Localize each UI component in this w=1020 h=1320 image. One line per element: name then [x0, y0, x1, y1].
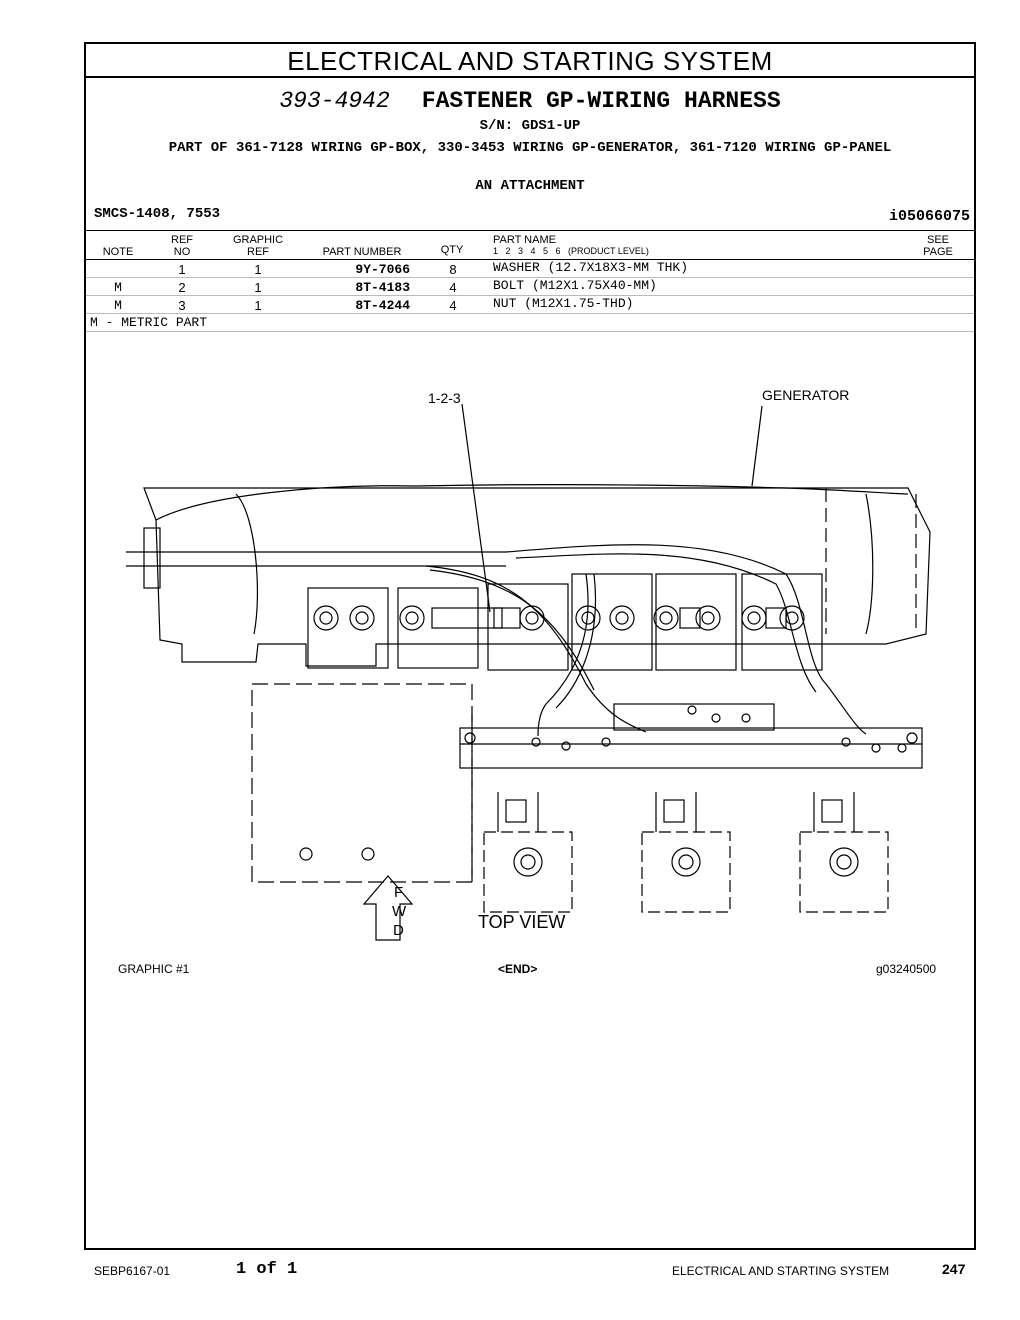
graphic-id: g03240500 — [876, 962, 937, 976]
row-part-name: WASHER (12.7X18X3-MM THK) — [493, 260, 689, 275]
row-part-name: BOLT (M12X1.75X40-MM) — [493, 278, 657, 293]
terminal-block — [483, 831, 573, 913]
row-graphic-ref: 1 — [254, 280, 262, 295]
fwd-letter: D — [393, 922, 404, 939]
row-ref-no: 3 — [178, 298, 186, 313]
terminal-strip — [459, 727, 923, 769]
generator-outline — [143, 487, 931, 667]
part-of: PART OF 361-7128 WIRING GP-BOX, 330-3453… — [168, 140, 892, 156]
terminal-plate — [571, 573, 653, 671]
terminal-plate — [307, 587, 389, 669]
view-label: TOP VIEW — [478, 912, 566, 932]
group-name: FASTENER GP-WIRING HARNESS — [421, 88, 781, 114]
row-ref-no: 1 — [178, 262, 186, 277]
terminal-plate — [741, 573, 823, 671]
end-marker: <END> — [498, 962, 538, 976]
terminal-block — [641, 831, 731, 913]
fwd-letter: W — [392, 903, 407, 920]
section-title: ELECTRICAL AND STARTING SYSTEM — [86, 44, 974, 78]
serial-number: S/N: GDS1-UP — [479, 118, 581, 134]
row-part-number: 8T-4183 — [355, 280, 410, 295]
row-divider — [86, 313, 974, 314]
graphic-ref-header-bottom: REF — [247, 246, 269, 258]
row-ref-no: 2 — [178, 280, 186, 295]
terminal-plate — [487, 583, 569, 671]
row-divider — [86, 295, 974, 296]
row-part-name: NUT (M12X1.75-THD) — [493, 296, 634, 311]
row-qty: 4 — [449, 298, 457, 313]
illustration-id: i05066075 — [888, 208, 970, 225]
part-number-header: PART NUMBER — [322, 246, 402, 258]
terminal-block — [799, 831, 889, 913]
callout-leader-line — [461, 403, 491, 613]
qty-header: QTY — [440, 244, 464, 256]
graphic-ref-header-top: GRAPHIC — [232, 234, 284, 246]
fwd-letter: F — [394, 884, 404, 901]
row-part-number: 9Y-7066 — [355, 262, 410, 277]
see-page-header-bottom: PAGE — [923, 246, 953, 258]
row-note: M — [114, 298, 122, 313]
group-title: 393-4942 FASTENER GP-WIRING HARNESS — [86, 88, 974, 114]
row-qty: 8 — [449, 262, 457, 277]
generator-label: GENERATOR — [762, 387, 850, 403]
group-number: 393-4942 — [279, 88, 390, 114]
row-qty: 4 — [449, 280, 457, 295]
fwd-arrow-icon — [362, 875, 414, 941]
note-header: NOTE — [102, 246, 134, 258]
smcs-code: SMCS-1408, 7553 — [94, 206, 221, 222]
row-graphic-ref: 1 — [254, 262, 262, 277]
row-part-number: 8T-4244 — [355, 298, 410, 313]
part-name-header: PART NAME — [493, 234, 556, 246]
metric-footnote: M - METRIC PART — [90, 315, 208, 330]
graphic-number: GRAPHIC #1 — [118, 962, 190, 976]
generator-leader-line — [751, 405, 763, 487]
see-page-header-top: SEE — [926, 234, 949, 246]
page-number: 247 — [942, 1261, 966, 1277]
ref-no-header-bottom: NO — [173, 246, 191, 258]
table-top-rule — [86, 230, 974, 231]
row-note: M — [114, 280, 122, 295]
wiring-harness-drawing — [126, 403, 931, 941]
row-divider — [86, 277, 974, 278]
terminal-plate — [655, 573, 737, 671]
ref-no-header-top: REF — [171, 234, 193, 246]
footer-section: ELECTRICAL AND STARTING SYSTEM — [672, 1264, 890, 1278]
product-level-header: 1 2 3 4 5 6 (PRODUCT LEVEL) — [493, 246, 649, 256]
callout-label: 1-2-3 — [428, 390, 461, 406]
attachment: AN ATTACHMENT — [475, 178, 585, 194]
row-graphic-ref: 1 — [254, 298, 262, 313]
page-of: 1 of 1 — [236, 1260, 298, 1279]
document-number: SEBP6167-01 — [94, 1264, 171, 1278]
footnote-rule — [86, 331, 974, 332]
header-bottom-rule — [86, 259, 974, 260]
